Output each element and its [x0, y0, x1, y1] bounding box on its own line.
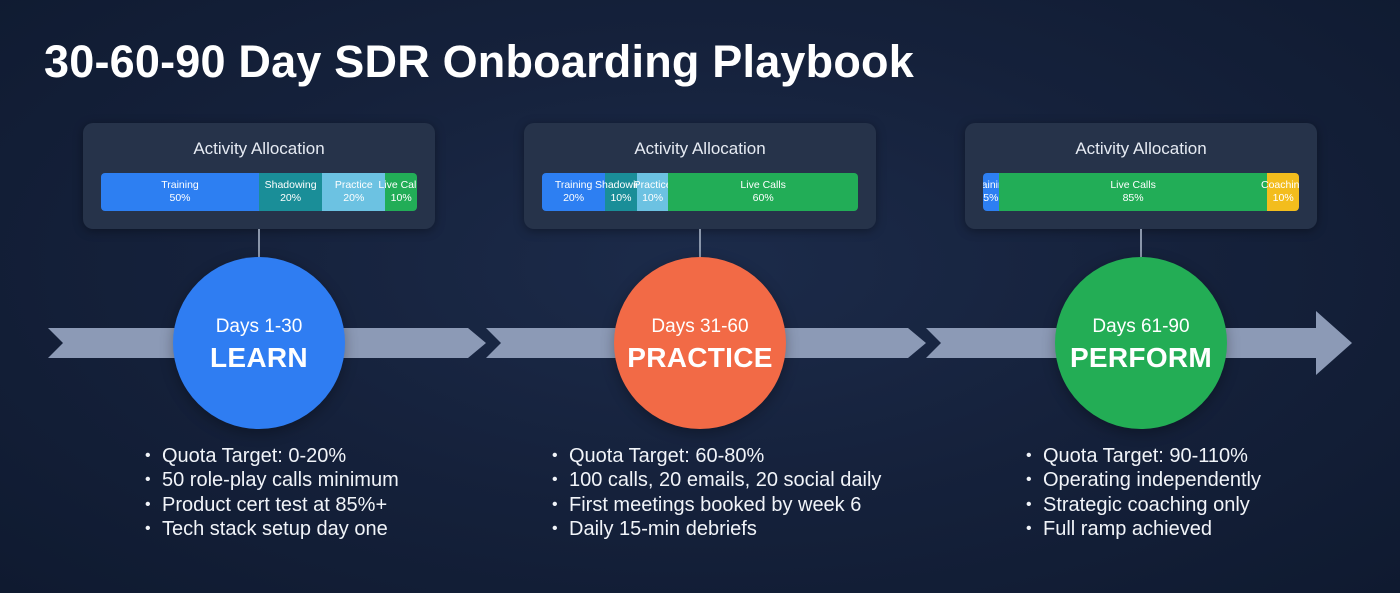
bullet-item: Tech stack setup day one: [145, 517, 399, 542]
bullet-item: Full ramp achieved: [1026, 517, 1261, 542]
segment-value: 20%: [280, 192, 302, 204]
bullet-item: Quota Target: 90-110%: [1026, 444, 1261, 469]
segment-label: Live Calls: [740, 179, 786, 191]
bullet-list-perform: Quota Target: 90-110% Operating independ…: [1026, 444, 1261, 541]
bullet-item: Quota Target: 60-80%: [552, 444, 881, 469]
segment-label: Shadowing: [264, 179, 317, 191]
allocation-segment-live-calls: Live Calls10%: [378, 173, 417, 211]
page-title: 30-60-90 Day SDR Onboarding Playbook: [44, 36, 914, 87]
bullet-item: 100 calls, 20 emails, 20 social daily: [552, 468, 881, 493]
segment-value: 50%: [169, 192, 191, 204]
phase-name: PERFORM: [1069, 342, 1213, 373]
bullet-list-practice: Quota Target: 60-80% 100 calls, 20 email…: [552, 444, 881, 541]
segment-label: Practice: [334, 179, 373, 191]
allocation-title: Activity Allocation: [193, 139, 325, 158]
segment-label: Training: [161, 179, 199, 191]
segment-value: 10%: [1272, 192, 1294, 204]
segment-value: 20%: [343, 192, 365, 204]
segment-label: Live Calls: [378, 179, 417, 191]
segment-value: 85%: [1122, 192, 1144, 204]
bullet-item: Product cert test at 85%+: [145, 493, 399, 518]
phase-days: Days 1-30: [215, 316, 303, 337]
allocation-title: Activity Allocation: [634, 139, 766, 158]
segment-value: 20%: [563, 192, 585, 204]
segment-value: 5%: [983, 192, 999, 204]
bullet-item: 50 role-play calls minimum: [145, 468, 399, 493]
bullet-item: Quota Target: 0-20%: [145, 444, 399, 469]
phase-circle-practice: Days 31-60 PRACTICE: [614, 257, 786, 429]
phase-days: Days 61-90: [1092, 316, 1190, 337]
segment-label: Training: [554, 179, 593, 191]
segment-label: Shadowing: [595, 179, 647, 191]
bullet-list-learn: Quota Target: 0-20% 50 role-play calls m…: [145, 444, 399, 541]
bullet-item: Strategic coaching only: [1026, 493, 1261, 518]
bullet-item: Operating independently: [1026, 468, 1261, 493]
segment-value: 10%: [390, 192, 412, 204]
segment-value: 60%: [752, 192, 774, 204]
phase-days: Days 31-60: [651, 316, 749, 337]
allocation-segment-coaching: Coaching10%: [1261, 173, 1299, 211]
phase-name: PRACTICE: [627, 342, 773, 373]
bullet-item: Daily 15-min debriefs: [552, 517, 881, 542]
segment-label: Coaching: [1261, 179, 1299, 191]
allocation-title: Activity Allocation: [1075, 139, 1207, 158]
segment-label: Live Calls: [1110, 179, 1156, 191]
segment-value: 10%: [642, 192, 664, 204]
phase-name: LEARN: [210, 342, 308, 373]
bullet-item: First meetings booked by week 6: [552, 493, 881, 518]
segment-label: Practice: [633, 179, 672, 191]
segment-value: 10%: [610, 192, 632, 204]
phase-circle-perform: Days 61-90 PERFORM: [1055, 257, 1227, 429]
phase-circle-learn: Days 1-30 LEARN: [173, 257, 345, 429]
